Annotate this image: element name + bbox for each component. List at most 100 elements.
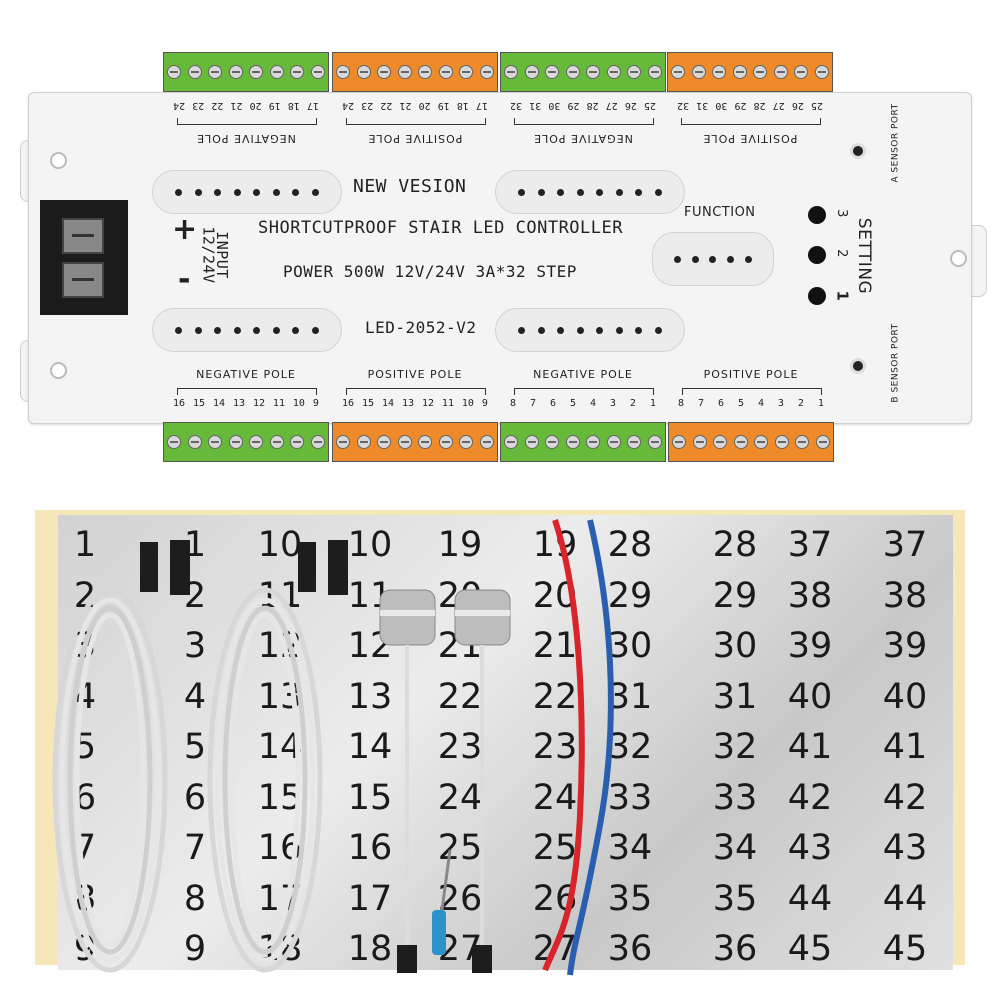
power-spec: POWER 500W 12V/24V 3A*32 STEP bbox=[283, 262, 577, 281]
screw-icon[interactable] bbox=[671, 65, 686, 79]
screw-icon[interactable] bbox=[310, 435, 325, 449]
screw-icon[interactable] bbox=[228, 435, 243, 449]
led-icon bbox=[311, 326, 319, 334]
screw-icon[interactable] bbox=[336, 65, 351, 79]
led-icon bbox=[253, 326, 261, 334]
pole-label: NEGATIVE POLE bbox=[196, 132, 296, 145]
screw-icon[interactable] bbox=[815, 435, 830, 449]
setting-button-2[interactable] bbox=[808, 246, 826, 264]
screw-icon[interactable] bbox=[336, 435, 351, 449]
screw-icon[interactable] bbox=[606, 65, 621, 79]
screw-icon[interactable] bbox=[167, 435, 182, 449]
screw-icon[interactable] bbox=[208, 435, 223, 449]
connector-icon bbox=[170, 540, 190, 595]
screw-icon[interactable] bbox=[249, 435, 264, 449]
terminal-number: 27 bbox=[605, 100, 618, 111]
pole-label: POSITIVE POLE bbox=[703, 368, 799, 381]
screw-icon[interactable] bbox=[397, 435, 412, 449]
screw-icon[interactable] bbox=[249, 65, 264, 79]
screw-icon[interactable] bbox=[691, 65, 706, 79]
screw-icon[interactable] bbox=[524, 65, 539, 79]
screw-icon[interactable] bbox=[438, 65, 453, 79]
number-sticker: 5 bbox=[183, 727, 207, 767]
screw-icon[interactable] bbox=[187, 435, 202, 449]
screw-icon[interactable] bbox=[586, 65, 601, 79]
screw-icon[interactable] bbox=[606, 435, 621, 449]
terminal-number: 24 bbox=[173, 100, 186, 111]
led-icon bbox=[518, 188, 526, 196]
screw-icon[interactable] bbox=[418, 65, 433, 79]
screw-icon[interactable] bbox=[732, 65, 747, 79]
setting-button-3[interactable] bbox=[808, 206, 826, 224]
screw-icon[interactable] bbox=[167, 65, 182, 79]
a-sensor-port[interactable] bbox=[850, 143, 866, 159]
terminal-number: 14 bbox=[381, 398, 395, 409]
screw-icon[interactable] bbox=[377, 65, 392, 79]
screw-icon[interactable] bbox=[377, 435, 392, 449]
number-sticker: 29 bbox=[607, 575, 653, 616]
screw-icon[interactable] bbox=[773, 65, 788, 79]
setting-button-label: 2 bbox=[833, 249, 849, 258]
terminal-number: 11 bbox=[441, 398, 454, 409]
screw-icon[interactable] bbox=[712, 65, 727, 79]
screw-icon[interactable] bbox=[774, 435, 789, 449]
screw-icon[interactable] bbox=[754, 435, 769, 449]
screw-icon[interactable] bbox=[545, 435, 560, 449]
led-slot bbox=[152, 308, 342, 352]
screw-icon[interactable] bbox=[479, 435, 494, 449]
screw-icon[interactable] bbox=[753, 65, 768, 79]
screw-icon[interactable] bbox=[524, 435, 539, 449]
number-sticker: 36 bbox=[712, 929, 758, 969]
screw-icon[interactable] bbox=[187, 65, 202, 79]
screw-icon[interactable] bbox=[269, 435, 284, 449]
screw-icon[interactable] bbox=[290, 65, 305, 79]
screw-icon[interactable] bbox=[647, 435, 662, 449]
terminal-number: 16 bbox=[173, 398, 186, 409]
screw-icon[interactable] bbox=[672, 435, 687, 449]
screw-icon[interactable] bbox=[545, 65, 560, 79]
screw-icon[interactable] bbox=[459, 435, 474, 449]
screw-icon[interactable] bbox=[504, 435, 519, 449]
screw-icon[interactable] bbox=[438, 435, 453, 449]
screw-icon[interactable] bbox=[269, 65, 284, 79]
screw-icon[interactable] bbox=[733, 435, 748, 449]
screw-icon[interactable] bbox=[627, 65, 642, 79]
screw-icon[interactable] bbox=[504, 65, 519, 79]
terminal-number: 22 bbox=[380, 100, 393, 111]
screw-icon[interactable] bbox=[794, 65, 809, 79]
screw-icon[interactable] bbox=[290, 435, 305, 449]
screw-icon[interactable] bbox=[418, 435, 433, 449]
screw-icon[interactable] bbox=[692, 435, 707, 449]
screw-icon[interactable] bbox=[397, 65, 412, 79]
screw-icon[interactable] bbox=[814, 65, 829, 79]
number-sticker: 32 bbox=[607, 727, 653, 767]
screw-icon[interactable] bbox=[565, 435, 580, 449]
number-sticker: 30 bbox=[712, 626, 758, 666]
terminal-number: 22 bbox=[211, 100, 224, 111]
screw-icon[interactable] bbox=[586, 435, 601, 449]
b-sensor-port[interactable] bbox=[850, 358, 866, 374]
led-icon bbox=[214, 326, 222, 334]
screw-icon[interactable] bbox=[795, 435, 810, 449]
screw-icon[interactable] bbox=[356, 65, 371, 79]
plus-sign: + bbox=[172, 212, 198, 247]
screw-icon[interactable] bbox=[208, 65, 223, 79]
screw-icon[interactable] bbox=[479, 65, 494, 79]
screw-icon[interactable] bbox=[627, 435, 642, 449]
screw-icon[interactable] bbox=[310, 65, 325, 79]
led-icon bbox=[272, 188, 280, 196]
terminal-number: 32 bbox=[677, 100, 690, 111]
setting-button-1[interactable] bbox=[808, 287, 826, 305]
screw-icon[interactable] bbox=[713, 435, 728, 449]
terminal-number: 12 bbox=[421, 398, 434, 409]
number-sticker: 39 bbox=[787, 626, 833, 666]
power-wires bbox=[542, 519, 614, 976]
terminal-number: 6 bbox=[717, 398, 724, 409]
screw-icon[interactable] bbox=[356, 435, 371, 449]
screw-icon[interactable] bbox=[228, 65, 243, 79]
screw-icon[interactable] bbox=[565, 65, 580, 79]
screw-icon[interactable] bbox=[647, 65, 662, 79]
screw-icon[interactable] bbox=[459, 65, 474, 79]
